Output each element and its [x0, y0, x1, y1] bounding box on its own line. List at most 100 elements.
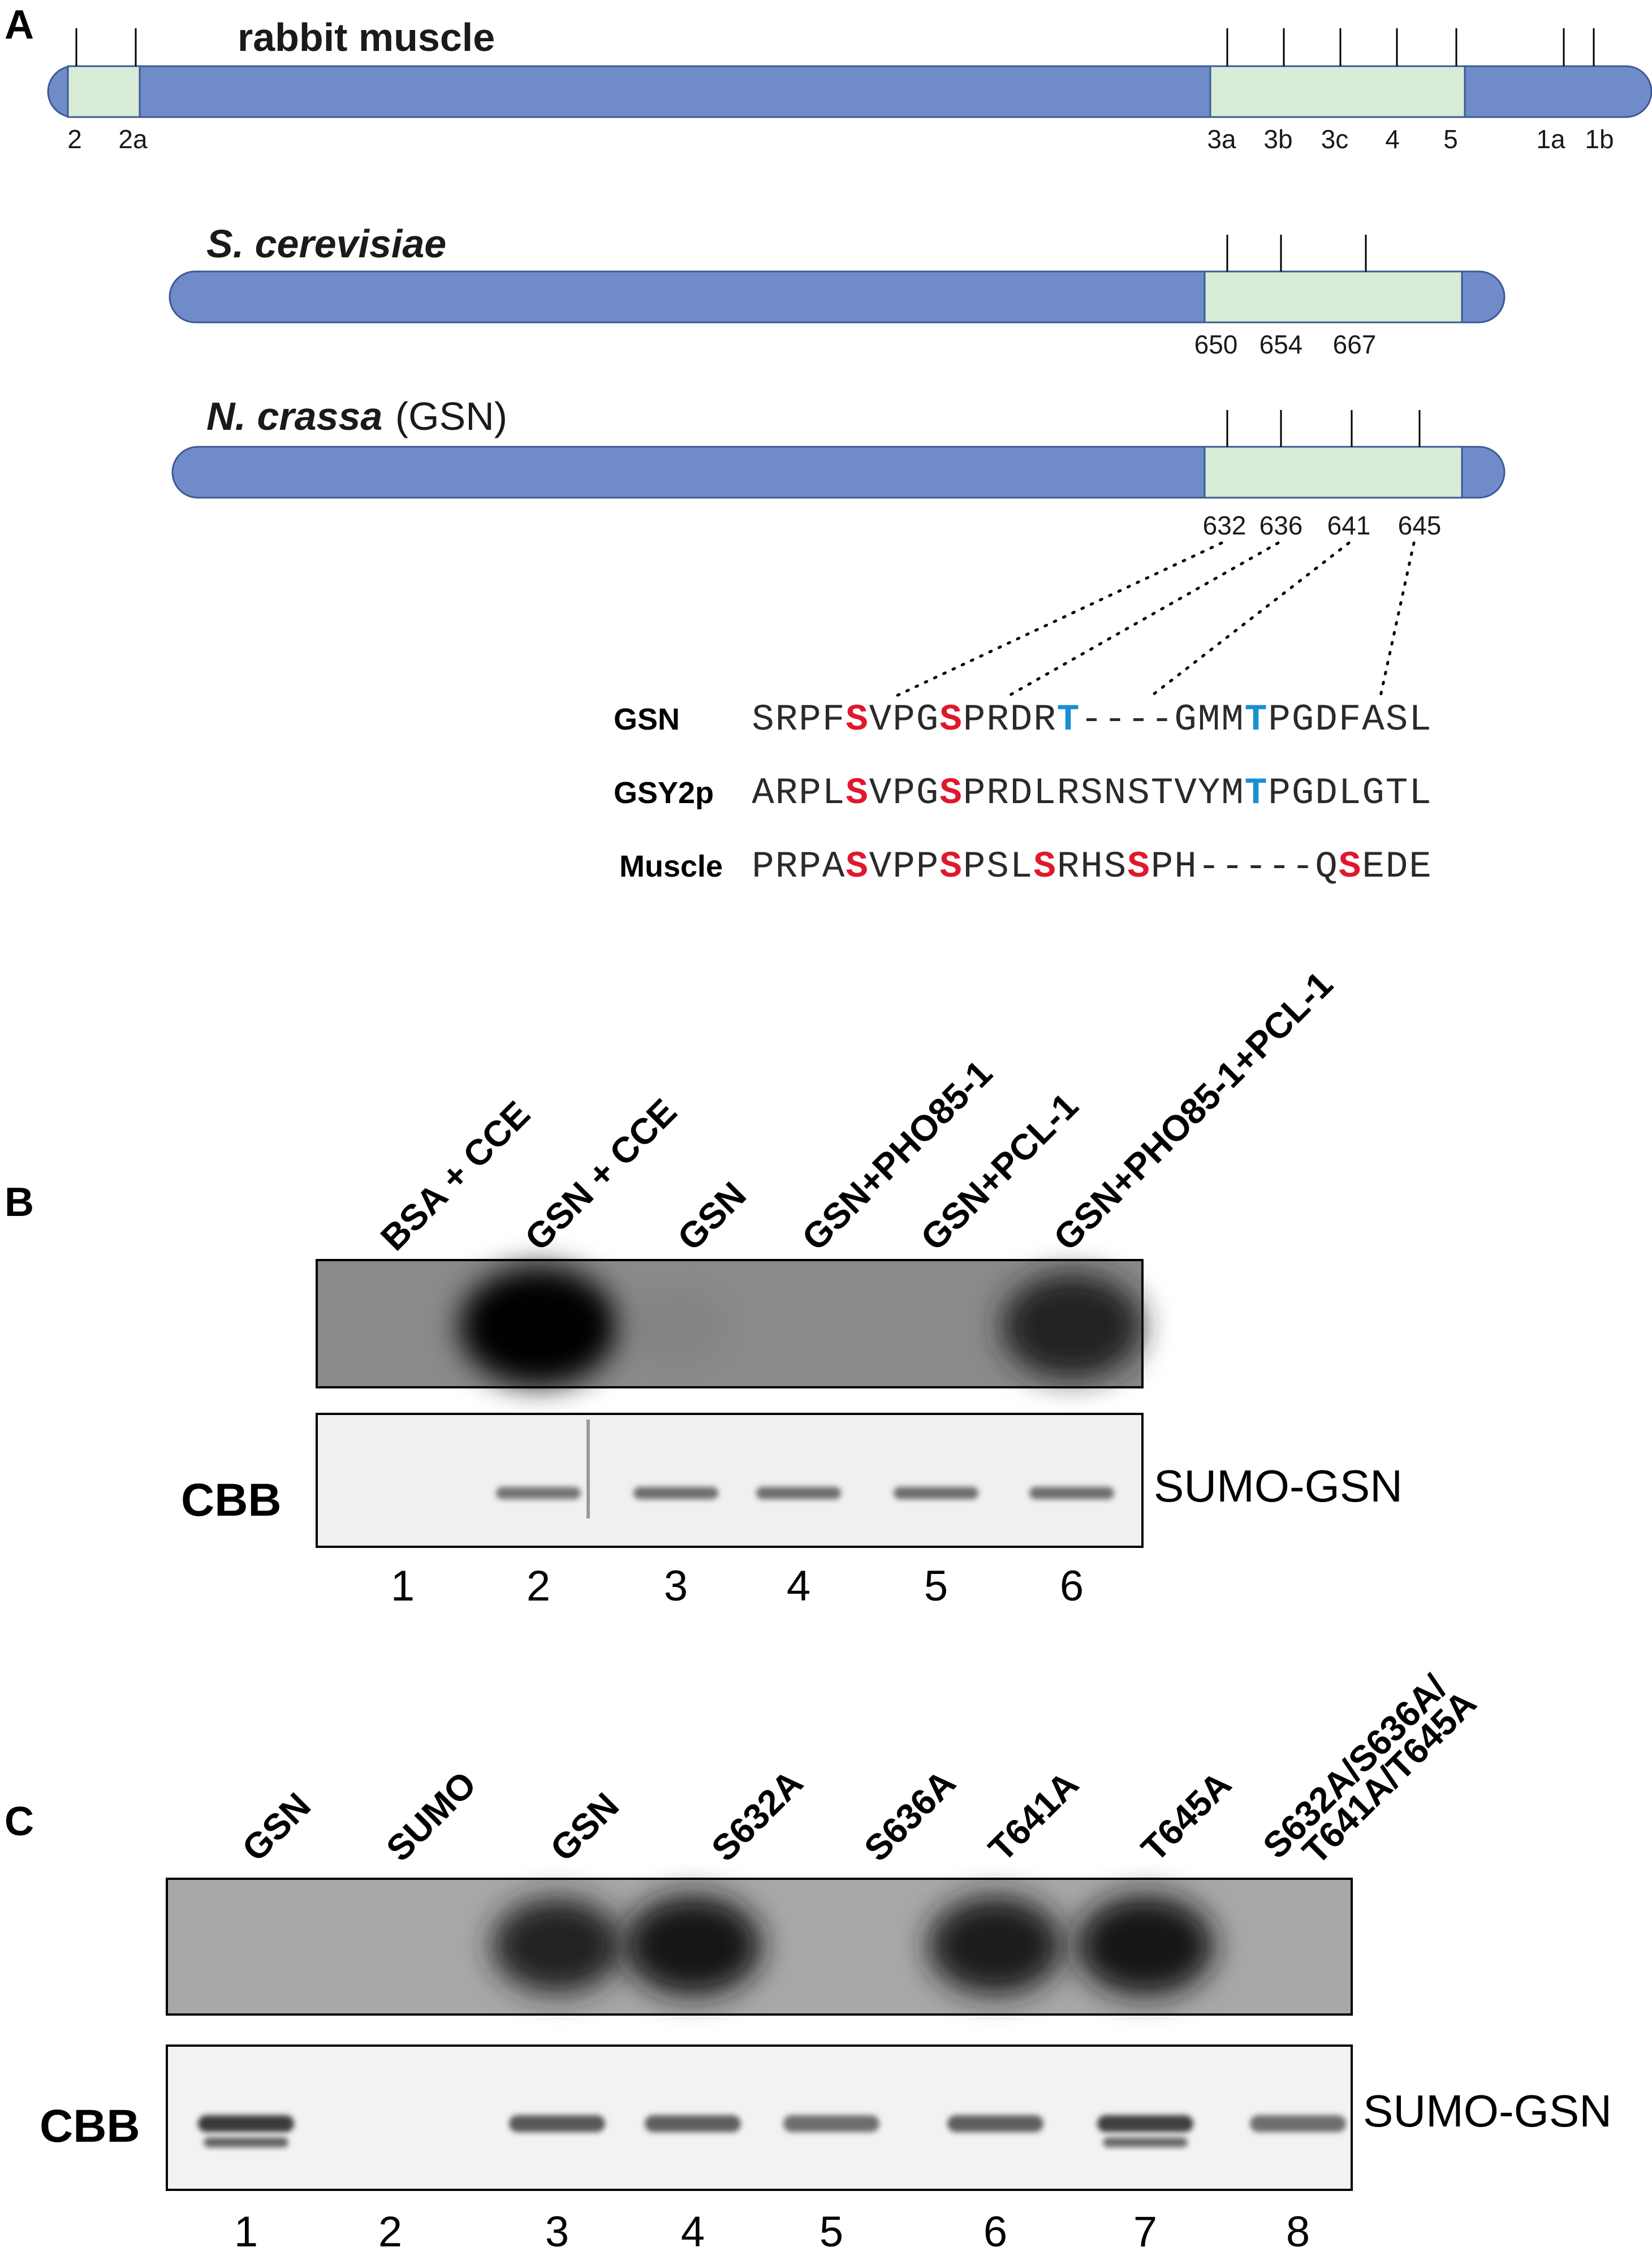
sequence-residue: P: [963, 846, 987, 888]
sequence-residue: D: [1315, 698, 1339, 741]
sequence-residue: R: [775, 698, 799, 741]
rabbit-site-label: 1a: [1536, 124, 1565, 154]
lane-number: 3: [545, 2208, 569, 2256]
sequence-residue: T: [1245, 698, 1269, 741]
sequence-residue: S: [846, 846, 869, 888]
rabbit-site-label: 2a: [118, 124, 148, 154]
sequence-residue: T: [1386, 772, 1409, 814]
sequence-residue: S: [846, 698, 869, 741]
lane-label: S632A: [704, 1762, 810, 1869]
ncrassa-protein-bar: [171, 446, 1506, 499]
sequence-residue: V: [1174, 772, 1198, 814]
lane-label: GSN + CCE: [517, 1091, 684, 1258]
gel-band: [947, 2115, 1043, 2132]
sequence-residue: F: [1339, 698, 1362, 741]
sequence-residue: V: [869, 698, 893, 741]
yeast-site-labels: 650 654 667: [1194, 330, 1377, 359]
sequence-residue: R: [986, 772, 1010, 814]
panel-c-letter: C: [5, 1799, 34, 1844]
sequence-residue: E: [1409, 846, 1433, 888]
autoradiograph-spot: [491, 1897, 623, 1994]
lane-number: 5: [924, 1562, 948, 1610]
sequence-residue: D: [1315, 772, 1339, 814]
ncrassa-site-label: 636: [1260, 511, 1303, 540]
sequence-residue: -: [1104, 698, 1128, 741]
alignment-name-muscle: Muscle: [619, 849, 723, 883]
panel-c-lane-labels: GSN SUMO GSN S632A S636A T641A T645A S63…: [234, 1667, 1484, 1872]
sequence-residue: S: [939, 772, 963, 814]
yeast-protein-bar: [169, 270, 1506, 323]
panel-b-cbb-gel: [316, 1413, 1144, 1548]
sequence-residue: S: [1104, 846, 1128, 888]
panel-a-letter: A: [5, 2, 34, 48]
sequence-residue: S: [986, 846, 1010, 888]
lane-label: GSN: [670, 1174, 754, 1258]
sequence-residue: G: [916, 698, 940, 741]
sequence-residue: R: [775, 772, 799, 814]
sequence-residue: R: [1033, 698, 1057, 741]
sequence-residue: H: [1080, 846, 1104, 888]
lane-label: S636A: [856, 1762, 963, 1869]
gel-band: [894, 1487, 978, 1499]
sequence-residue: P: [963, 772, 987, 814]
sequence-residue: S: [939, 846, 963, 888]
gel-band: [509, 2115, 605, 2132]
rabbit-site-label: 5: [1443, 124, 1458, 154]
lane-label: T641A: [981, 1763, 1086, 1869]
lane-number: 3: [664, 1562, 688, 1610]
autoradiograph-spot: [1001, 1273, 1142, 1379]
sequence-residue: P: [892, 698, 916, 741]
autoradiograph-spot: [459, 1267, 618, 1386]
rabbit-site-label: 1b: [1585, 124, 1614, 154]
ncrassa-site-label: 645: [1398, 511, 1442, 540]
sequence-residue: P: [799, 772, 822, 814]
sequence-residue: L: [1409, 698, 1433, 741]
lane-label: GSN: [542, 1785, 627, 1869]
rabbit-n-terminal-region: [67, 65, 141, 118]
ncrassa-title: N. crassa (GSN): [206, 394, 507, 438]
sequence-residue: P: [799, 698, 822, 741]
lane-label: SUMO: [378, 1763, 484, 1869]
panel-b-lane-labels: BSA + CCE GSN + CCE GSN GSN+PHO85-1 GSN+…: [373, 964, 1340, 1258]
panel-c-cbb-label: CBB: [40, 2100, 140, 2152]
sequence-residue: S: [1033, 846, 1057, 888]
sequence-residue: E: [1362, 846, 1386, 888]
lane-number: 5: [819, 2208, 843, 2256]
sequence-residue: P: [916, 846, 940, 888]
gel-band: [1097, 2115, 1193, 2132]
autoradiograph-spot: [623, 1895, 762, 1996]
sequence-residue: L: [1339, 772, 1362, 814]
rabbit-site-ticks: [75, 28, 1595, 66]
gel-band: [1029, 1487, 1114, 1499]
sequence-residue: S: [939, 698, 963, 741]
ncrassa-site-label: 632: [1203, 511, 1246, 540]
sequence-residue: G: [916, 772, 940, 814]
sequence-residue: G: [1362, 772, 1386, 814]
sequence-residue: G: [1292, 698, 1315, 741]
autoradiograph-spot: [928, 1896, 1063, 1995]
ncrassa-site-label: 641: [1327, 511, 1371, 540]
yeast-site-label: 654: [1260, 330, 1303, 359]
panel-c-lane-numbers: 1 2 3 4 5 6 7 8: [234, 2208, 1310, 2256]
panel-c-band-label: SUMO-GSN: [1363, 2086, 1612, 2136]
yeast-site-label: 650: [1194, 330, 1238, 359]
sequence-residue: S: [846, 772, 869, 814]
rabbit-title: rabbit muscle: [238, 15, 495, 59]
sequence-residue: S: [752, 698, 775, 741]
rabbit-site-label: 2: [67, 124, 82, 154]
lane-label: BSA + CCE: [373, 1093, 538, 1258]
sequence-residue: D: [1010, 698, 1034, 741]
gel-band: [198, 2115, 294, 2132]
sequence-residue: S: [1080, 772, 1104, 814]
ncrassa-title-italic: N. crassa: [206, 394, 382, 438]
sequence-residue: P: [1268, 772, 1292, 814]
ncrassa-c-terminal-region: [1204, 446, 1463, 499]
yeast-c-terminal-region: [1204, 270, 1463, 323]
lane-number: 1: [391, 1562, 415, 1610]
rabbit-site-label: 4: [1385, 124, 1400, 154]
sequence-residue: A: [1362, 698, 1386, 741]
sequence-residue: Q: [1315, 846, 1339, 888]
